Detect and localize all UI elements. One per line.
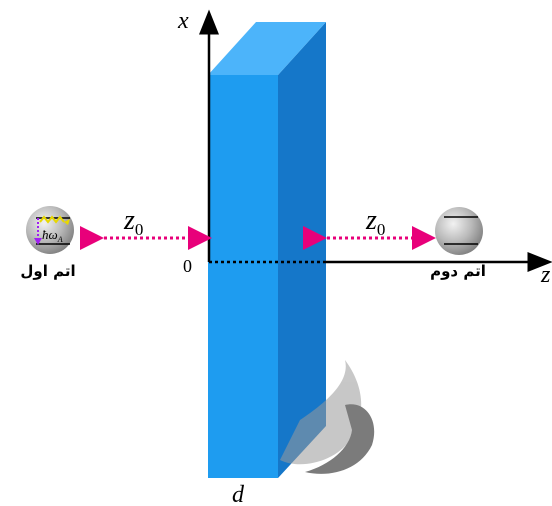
watermark [280, 360, 375, 474]
z-axis-label: z [540, 262, 551, 288]
second-atom-sphere [435, 207, 483, 255]
right-distance-label: z0 [365, 205, 385, 239]
transition-arrow-head-icon [34, 238, 42, 245]
thickness-label: d [232, 482, 245, 506]
left-distance-label: z0 [123, 205, 143, 239]
second-atom [435, 207, 483, 255]
first-atom: ħωA [26, 206, 74, 254]
dielectric-slab [208, 22, 326, 478]
first-atom-label: اتم اول [20, 262, 75, 280]
slab-top-face [208, 22, 326, 75]
second-atom-label: اتم دوم [430, 262, 486, 280]
origin-label: 0 [183, 256, 192, 276]
slab-side-face [278, 22, 326, 478]
photon-wave-icon [39, 215, 65, 224]
slab-front-face [208, 75, 278, 478]
photon-arrow-icon [64, 219, 70, 225]
x-axis-label: x [177, 8, 189, 34]
energy-label: ħωA [42, 227, 63, 244]
